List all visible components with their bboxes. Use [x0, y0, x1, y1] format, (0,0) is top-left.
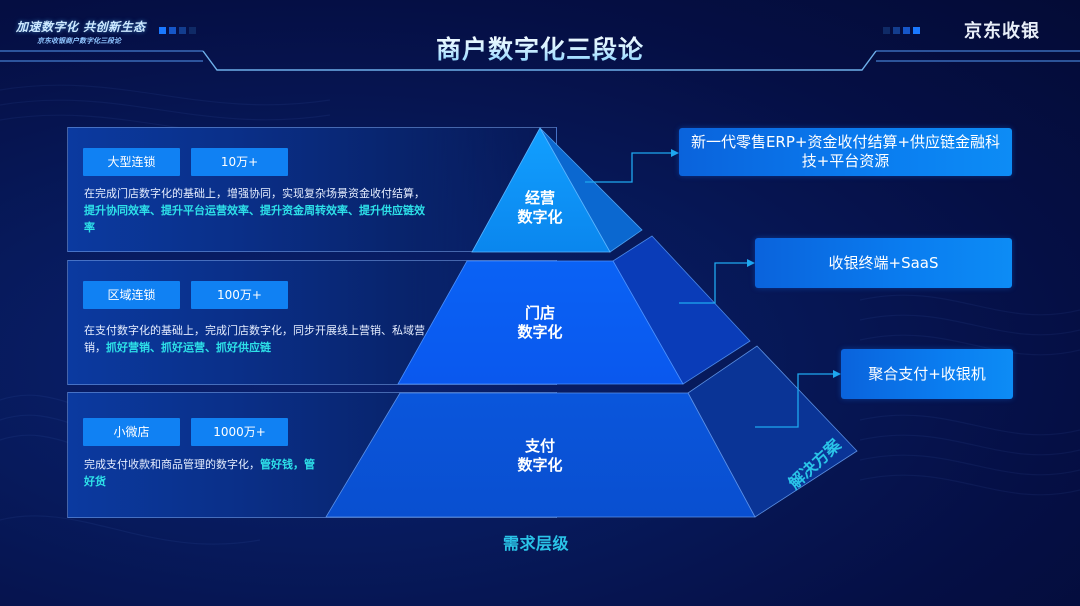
- tier-label-line2: 数字化: [517, 323, 563, 341]
- decorative-dots-right: [883, 27, 920, 34]
- tier-label-payment: 支付 数字化: [500, 437, 580, 475]
- tier-label-operations: 经营 数字化: [500, 189, 580, 227]
- brand-logo-text: 京东收银: [964, 21, 1040, 42]
- description-highlight: 提升协同效率、提升平台运营效率、提升资金周转效率、提升供应链效率: [84, 204, 425, 234]
- connector-bottom: [755, 373, 834, 428]
- tier-label-line2: 数字化: [517, 456, 563, 474]
- arrow-head-middle: [747, 259, 755, 267]
- decorative-dots-left: [159, 27, 196, 34]
- slogan-block: 加速数字化 共创新生态 京东收银商户数字化三段论: [16, 18, 146, 46]
- slogan-main: 加速数字化 共创新生态: [16, 20, 146, 34]
- arrow-head-top: [671, 149, 679, 157]
- tier-label-line1: 门店: [524, 304, 555, 322]
- tier-description: 完成支付收款和商品管理的数字化，管好钱，管好货: [84, 456, 324, 490]
- tier-label-line1: 经营: [524, 189, 555, 207]
- tier-middle-front: [397, 260, 684, 385]
- page-title: 商户数字化三段论: [390, 30, 690, 66]
- description-plain: 在完成门店数字化的基础上，增强协同，实现复杂场景资金收付结算，: [84, 187, 425, 200]
- description-highlight: 抓好营销、抓好运营、抓好供应链: [106, 341, 271, 354]
- segment-tag: 大型连锁: [83, 148, 180, 176]
- tier-panel-operations: 大型连锁 10万+ 在完成门店数字化的基础上，增强协同，实现复杂场景资金收付结算…: [67, 127, 557, 252]
- tier-label-line1: 支付: [524, 437, 555, 455]
- tier-label-line2: 数字化: [517, 208, 563, 226]
- tier-top-front: [471, 127, 611, 253]
- tier-label-store: 门店 数字化: [500, 304, 580, 342]
- arrow-head-bottom: [833, 370, 841, 378]
- header-frame-lines: [0, 50, 1080, 71]
- count-tag: 1000万+: [191, 418, 288, 446]
- description-plain: 在支付数字化的基础上，完成门店数字化，同步开展线上营销、私域营销，: [84, 324, 425, 354]
- axis-label-demand-level: 需求层级: [503, 534, 570, 553]
- segment-tag: 小微店: [83, 418, 180, 446]
- segment-tag: 区域连锁: [83, 281, 180, 309]
- solution-box-payment: 聚合支付+收银机: [841, 349, 1013, 399]
- count-tag: 10万+: [191, 148, 288, 176]
- connector-middle: [679, 262, 748, 304]
- solution-box-store: 收银终端+SaaS: [755, 238, 1012, 288]
- description-highlight: 管好钱，管好货: [84, 458, 315, 488]
- description-plain: 完成支付收款和商品管理的数字化，: [84, 458, 260, 471]
- slogan-sub: 京东收银商户数字化三段论: [37, 37, 121, 45]
- tier-description: 在完成门店数字化的基础上，增强协同，实现复杂场景资金收付结算， 提升协同效率、提升…: [84, 185, 434, 236]
- connector-top: [585, 152, 672, 183]
- solution-box-operations: 新一代零售ERP+资金收付结算+供应链金融科技+平台资源: [679, 128, 1012, 176]
- tier-bottom-front: [325, 392, 756, 518]
- count-tag: 100万+: [191, 281, 288, 309]
- tier-description: 在支付数字化的基础上，完成门店数字化，同步开展线上营销、私域营销，抓好营销、抓好…: [84, 322, 434, 356]
